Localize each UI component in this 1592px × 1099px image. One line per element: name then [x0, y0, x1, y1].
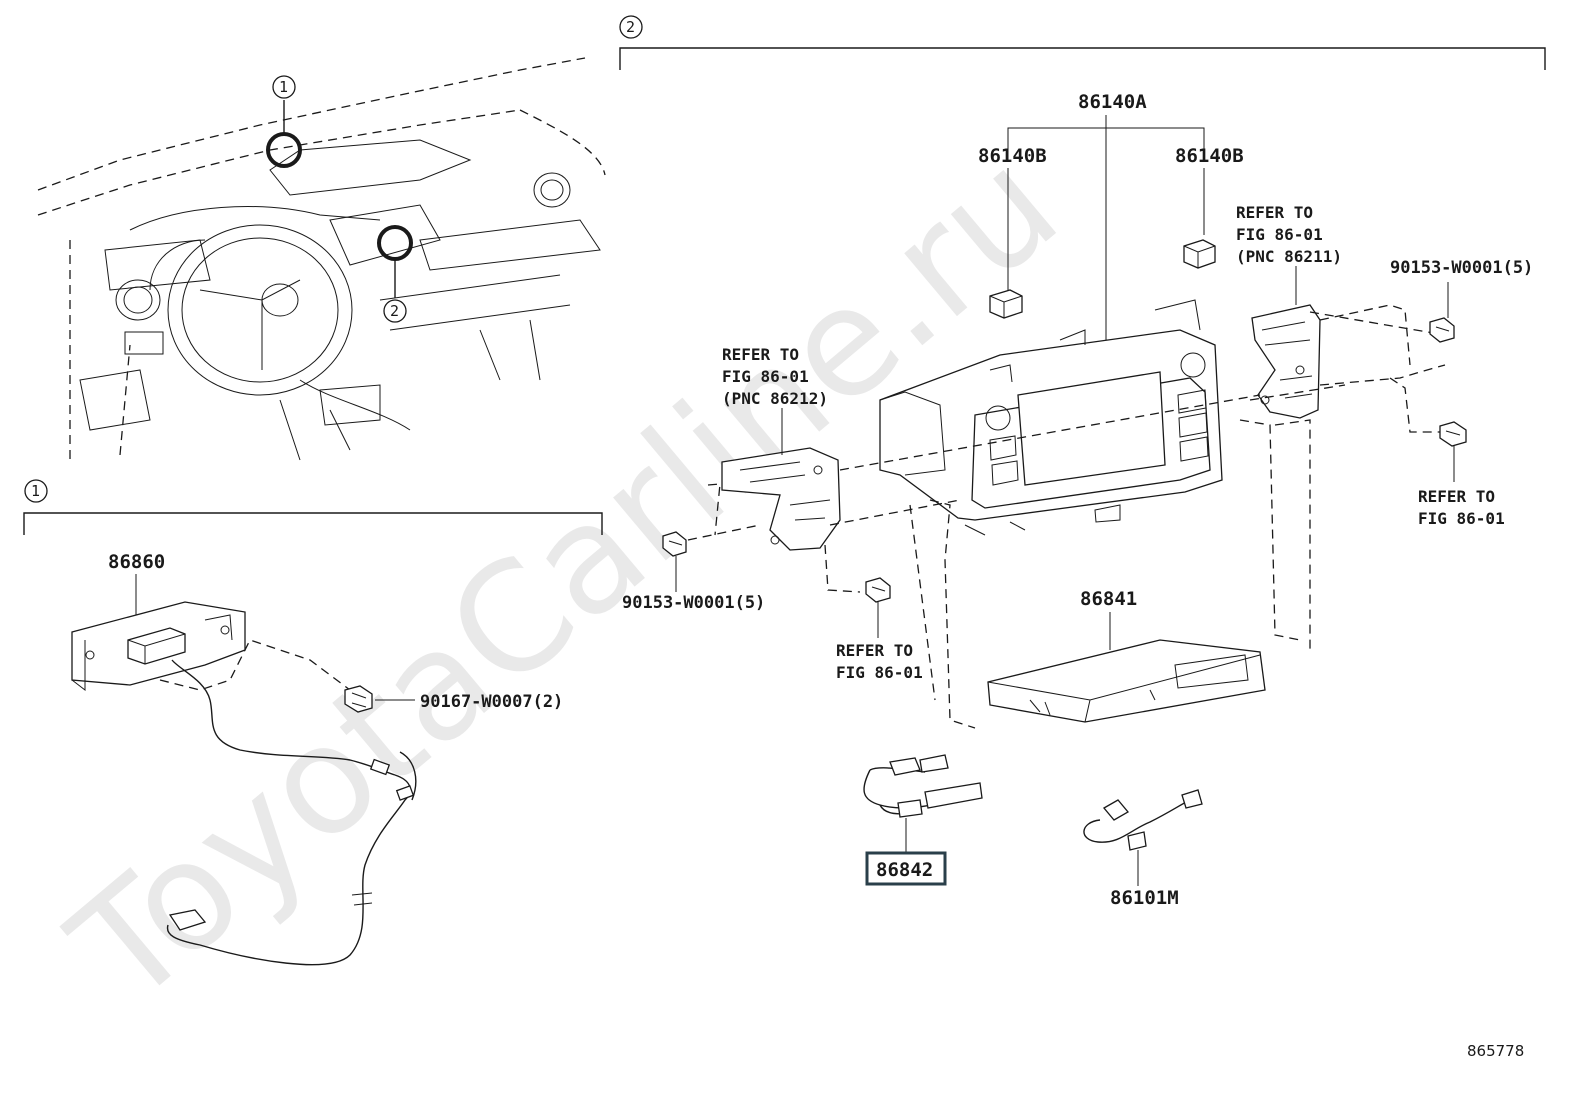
part-86842-label: 86842: [876, 859, 933, 881]
bolt-90153-right: [1429, 317, 1455, 343]
ref-right-top-line3: (PNC 86211): [1236, 247, 1342, 266]
part-86841-label: 86841: [1080, 588, 1137, 610]
bolt-90153-left: [662, 531, 687, 557]
bolt-90167: [344, 685, 373, 713]
ref-right-bottom-line2: FIG 86-01: [1418, 509, 1505, 528]
section-2-callout: [619, 15, 643, 39]
part-86101M-label: 86101M: [1110, 887, 1179, 909]
section-2-callout-label: 2: [626, 18, 635, 36]
ref-left-top-line3: (PNC 86212): [722, 389, 828, 408]
part-90167-label: 90167-W0007(2): [420, 692, 563, 712]
part-86140B-left-label: 86140B: [978, 145, 1047, 167]
ref-center-bottom-line2: FIG 86-01: [836, 663, 923, 682]
ref-right-bottom-line1: REFER TO: [1418, 487, 1495, 506]
section-1: 1 86860 90167-W0007(2): [23, 479, 603, 966]
part-90153-right-label: 90153-W0001(5): [1390, 258, 1533, 278]
watermark: ToyotaCarline.ru: [41, 118, 1090, 1038]
diagram-id: 865778: [1467, 1042, 1524, 1060]
section-2: 2 86140A 86140B 86140B: [619, 15, 1546, 909]
ref-left-top-line2: FIG 86-01: [722, 367, 809, 386]
cable-86101M: [1083, 789, 1203, 851]
part-86140A-label: 86140A: [1078, 91, 1147, 113]
display-unit-86140A: [879, 299, 1223, 536]
part-90153-left-label: 90153-W0001(5): [622, 593, 765, 613]
callout-circle-1-top: [272, 75, 296, 99]
location-ring-2: [377, 225, 413, 261]
knob-86140B-left: [989, 289, 1023, 319]
section-1-bracket: [23, 512, 603, 535]
part-86140B-right-label: 86140B: [1175, 145, 1244, 167]
part-86860-label: 86860: [108, 551, 165, 573]
section-1-callout-label: 1: [31, 482, 40, 500]
wire-harness-86842: [863, 754, 983, 818]
receiver-86841: [987, 639, 1266, 723]
bolt-right-refer: [1439, 421, 1467, 447]
dashboard-overview: 1 2: [37, 57, 606, 461]
section-1-callout: [24, 479, 48, 503]
section-2-bracket: [619, 47, 1546, 70]
bolt-center-refer: [865, 577, 891, 603]
ref-right-top-line1: REFER TO: [1236, 203, 1313, 222]
callout-circle-2-overview: [383, 299, 407, 323]
antenna-cable-86860: [171, 659, 396, 776]
ref-center-bottom-line1: REFER TO: [836, 641, 913, 660]
ref-right-top-line2: FIG 86-01: [1236, 225, 1323, 244]
bracket-right-86211: [1251, 304, 1321, 419]
callout-2-overview-label: 2: [390, 302, 399, 320]
ref-left-top-line1: REFER TO: [722, 345, 799, 364]
highlight-box-86842: [865, 851, 947, 886]
bracket-left-86212: [721, 447, 841, 551]
callout-1-top-label: 1: [279, 78, 288, 96]
knob-86140B-right: [1183, 239, 1216, 269]
